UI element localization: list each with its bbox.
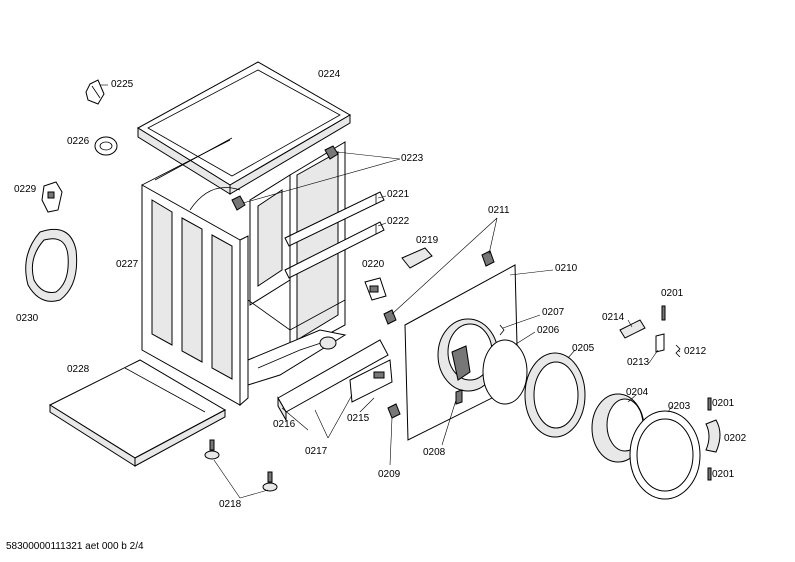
part-0201-pins [661, 305, 712, 481]
part-0224-worktop [137, 61, 351, 195]
label-0213: 0213 [627, 357, 650, 368]
part-0219-cover [401, 247, 433, 269]
part-0221-rail [284, 191, 385, 247]
label-0205: 0205 [572, 343, 595, 354]
part-0229-bracket [41, 181, 63, 213]
document-footer: 58300000111321 aet 000 b 2/4 [6, 541, 144, 552]
label-0227: 0227 [116, 259, 139, 270]
label-0202: 0202 [724, 433, 747, 444]
label-0203: 0203 [668, 401, 691, 412]
part-0212-spring [675, 344, 681, 358]
label-0225: 0225 [111, 79, 134, 90]
leader-lines [100, 84, 681, 499]
label-0211: 0211 [488, 205, 510, 216]
label-0224: 0224 [318, 69, 341, 80]
part-0230-seal [25, 228, 78, 302]
label-0210: 0210 [555, 263, 578, 274]
part-0223-clips [231, 145, 339, 211]
label-0207: 0207 [542, 307, 565, 318]
label-0228: 0228 [67, 364, 90, 375]
part-0207-spring [499, 324, 505, 336]
label-0222: 0222 [387, 216, 410, 227]
label-0201-bottom: 0201 [712, 469, 735, 480]
label-0219: 0219 [416, 235, 439, 246]
part-0211-clips [383, 250, 495, 325]
label-0212: 0212 [684, 346, 707, 357]
label-0217: 0217 [305, 446, 328, 457]
label-0215: 0215 [347, 413, 370, 424]
part-0222-rail [284, 221, 385, 279]
part-0206-seal [482, 339, 528, 405]
part-0215-handle [349, 359, 393, 403]
label-0218: 0218 [219, 499, 242, 510]
label-0229: 0229 [14, 184, 37, 195]
label-0214: 0214 [602, 312, 625, 323]
part-0227-cabinet [141, 137, 347, 407]
label-0204: 0204 [626, 387, 649, 398]
label-0230: 0230 [16, 313, 39, 324]
part-0209-screw [387, 403, 401, 419]
label-0226: 0226 [67, 136, 90, 147]
part-0225-clip [85, 79, 105, 105]
label-0209: 0209 [378, 469, 401, 480]
label-0201-top: 0201 [661, 288, 684, 299]
part-0216-drawer [277, 339, 389, 422]
part-0218-feet [204, 439, 278, 492]
part-0214-hinge [619, 319, 646, 339]
label-0216: 0216 [273, 419, 296, 430]
label-0208: 0208 [423, 447, 446, 458]
label-0206: 0206 [537, 325, 560, 336]
label-0221: 0221 [387, 189, 410, 200]
part-0205-door-ring [524, 352, 586, 438]
label-0223: 0223 [401, 153, 424, 164]
part-0213-catch [655, 333, 665, 353]
part-0220-lock [364, 277, 387, 301]
part-0202-handle [705, 419, 721, 453]
part-0203-outer-ring [629, 410, 701, 500]
part-0228-base-plate [48, 359, 227, 467]
part-0208-latch [455, 389, 463, 405]
label-0201-mid: 0201 [712, 398, 735, 409]
label-0220: 0220 [362, 259, 385, 270]
part-0226-cap [94, 136, 118, 156]
